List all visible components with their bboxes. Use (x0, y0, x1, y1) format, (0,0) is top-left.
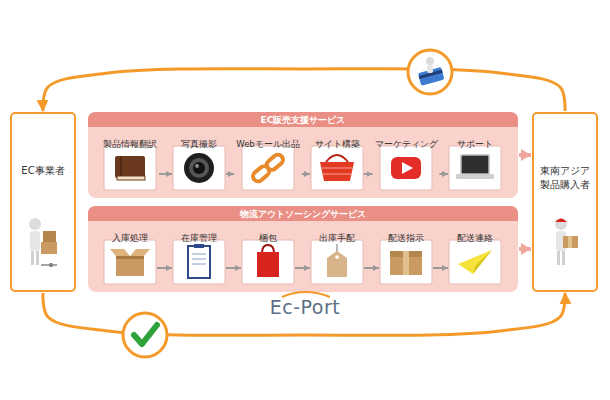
flow-arrow (519, 247, 531, 251)
icon-slot (311, 245, 363, 291)
paper-plane-icon (458, 250, 492, 274)
band-shape (88, 112, 518, 198)
payment-badge (408, 50, 452, 94)
step-label: マーケティング (375, 138, 438, 150)
icon-slot (173, 151, 225, 197)
party-box: EC事業者 (10, 112, 76, 292)
icon-slot (374, 151, 439, 197)
flow-arrow (364, 173, 373, 175)
band-title: 物流アウトソーシングサービス (88, 208, 518, 220)
process-step: 在庫管理 (173, 226, 225, 286)
laptop-icon (456, 155, 494, 179)
step-label: 写真撮影 (181, 138, 217, 150)
process-step: 写真撮影 (173, 132, 225, 192)
flow-arrow (364, 267, 379, 269)
process-step: 出庫手配 (311, 226, 363, 286)
chain-icon (251, 153, 285, 184)
step-label: 出庫手配 (319, 232, 355, 244)
step-label: サポート (457, 138, 493, 150)
open-box-icon (110, 249, 150, 276)
step-label: 配送指示 (388, 232, 424, 244)
flow-arrow (519, 153, 531, 157)
icon-slot (449, 151, 501, 197)
icon-slot (449, 245, 501, 291)
band-header (88, 206, 518, 221)
flow-arrow (226, 267, 241, 269)
party-label: EC事業者 (16, 164, 70, 178)
book-icon (115, 156, 145, 180)
process-step: 配送連絡 (449, 226, 501, 286)
flow-arrow (302, 173, 310, 175)
clipboard-icon (188, 244, 210, 278)
icon-slot (380, 245, 432, 291)
logo-text: Ec-Port (0, 296, 610, 318)
party-label: 東南アジア 製品購入者 (538, 164, 592, 191)
flow-arrow (157, 267, 172, 269)
process-step: サイト構築 (311, 132, 363, 192)
video-icon (391, 157, 421, 179)
lens-icon (184, 153, 214, 183)
tag-icon (327, 244, 347, 277)
process-step: 入庫処理 (104, 226, 156, 286)
buyer-figure (555, 218, 578, 265)
check-badge (123, 313, 167, 357)
flow-arrow (433, 267, 448, 269)
step-label: 配送連絡 (457, 232, 493, 244)
step-label: 入庫処理 (112, 232, 148, 244)
step-label: 梱包 (259, 232, 277, 244)
band-shape (88, 206, 518, 292)
seller-figure (29, 218, 57, 267)
flow-arrow (226, 173, 234, 175)
process-step: 配送指示 (380, 226, 432, 286)
step-label: Webモール出品 (236, 138, 300, 150)
band-header (88, 112, 518, 127)
process-step: 製品情報翻訳 (102, 132, 158, 192)
step-label: 製品情報翻訳 (103, 138, 157, 150)
process-step: サポート (449, 132, 501, 192)
flow-arrow (440, 173, 449, 175)
party-box: 東南アジア 製品購入者 (532, 112, 598, 292)
flow-arrow (43, 69, 565, 111)
service-band: EC販売支援サービス製品情報翻訳 写真撮影 Webモール出品 サイト構築 マーケティング… (88, 112, 518, 198)
icon-slot (104, 245, 156, 291)
flow-arrow (159, 173, 172, 175)
icon-slot (173, 245, 225, 291)
band-title: EC販売支援サービス (88, 114, 518, 126)
service-band: 物流アウトソーシングサービス入庫処理 在庫管理 梱包 出庫手配 配送指示 配送連絡 (88, 206, 518, 292)
closed-box-icon (390, 251, 422, 275)
bag-icon (257, 245, 279, 277)
process-step: Webモール出品 (235, 132, 301, 192)
icon-slot (242, 245, 294, 291)
step-label: サイト構築 (315, 138, 360, 150)
icon-slot (235, 151, 301, 197)
step-label: 在庫管理 (181, 232, 217, 244)
flow-arrow (295, 267, 310, 269)
process-step: 梱包 (242, 226, 294, 286)
process-step: マーケティング (374, 132, 439, 192)
icon-slot (102, 151, 158, 197)
icon-slot (311, 151, 363, 197)
basket-icon (320, 155, 354, 181)
